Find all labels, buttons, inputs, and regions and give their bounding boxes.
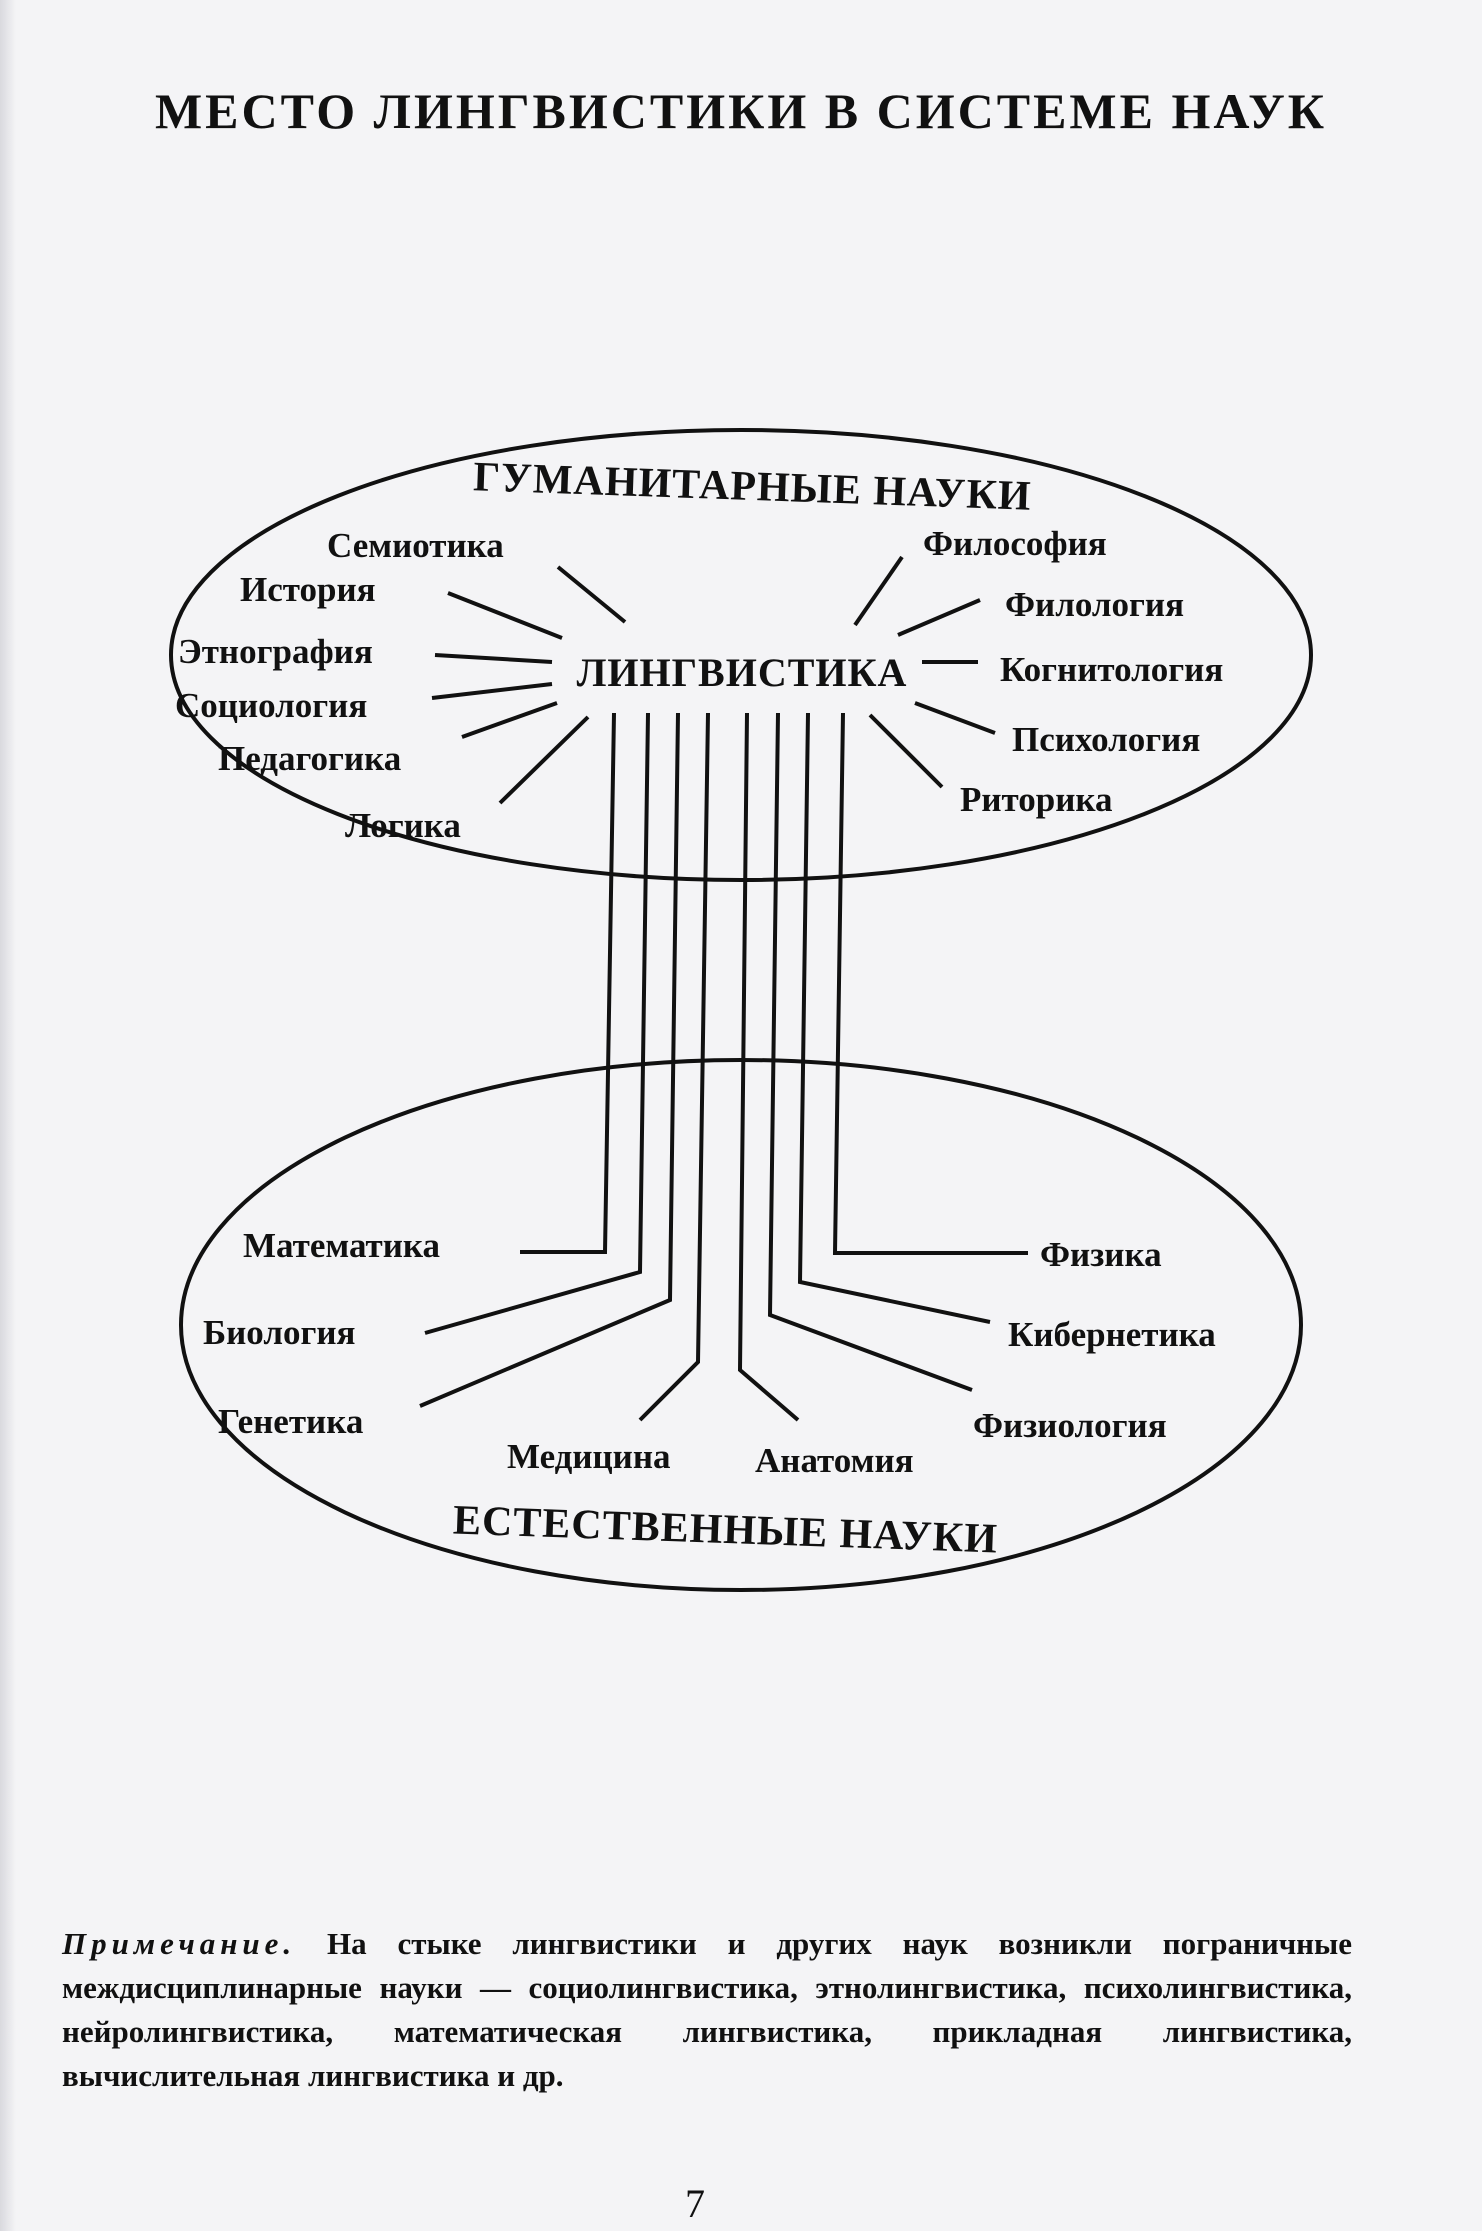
humanities-title: ГУМАНИТАРНЫЕ НАУКИ (473, 454, 1033, 519)
center-node-linguistics: ЛИНГВИСТИКА (577, 650, 908, 695)
edge-semiotics (556, 565, 627, 624)
label-rhetoric: Риторика (960, 780, 1113, 819)
label-biology: Биология (203, 1313, 356, 1352)
label-psychology: Психология (1012, 720, 1200, 759)
label-cybernetics: Кибернетика (1008, 1315, 1216, 1354)
edge-pedagogy (461, 701, 558, 739)
link-physics (832, 712, 1028, 1255)
edge-philology (897, 598, 981, 637)
footnote-heading: Примечание. (62, 1926, 297, 1961)
edge-rhetoric (868, 713, 944, 789)
page-title: МЕСТО ЛИНГВИСТИКИ В СИСТЕМЕ НАУК (154, 83, 1328, 139)
natural-sciences-title: ЕСТЕСТВЕННЫЕ НАУКИ (452, 1498, 998, 1563)
label-anatomy: Анатомия (755, 1441, 914, 1480)
humanities-oval (169, 428, 1313, 882)
link-physiology (767, 712, 973, 1392)
footnote: Примечание. На стыке лингвистики и други… (62, 1922, 1352, 2098)
page-number: 7 (685, 2181, 705, 2226)
label-philosophy: Философия (923, 524, 1107, 563)
label-mathematics: Математика (243, 1226, 440, 1265)
label-philology: Филология (1005, 585, 1184, 624)
link-medicine (638, 712, 710, 1422)
edge-psychology (914, 701, 996, 735)
footnote-text: На стыке лингвистики и других наук возни… (62, 1926, 1353, 2093)
edge-philosophy (853, 555, 904, 627)
label-history: История (240, 570, 376, 609)
edge-logic (498, 715, 590, 805)
label-pedagogy: Педагогика (218, 739, 401, 778)
link-cybernetics (797, 712, 991, 1324)
link-biology (424, 712, 650, 1335)
label-logic: Логика (345, 806, 461, 845)
label-sociology: Социология (175, 686, 367, 725)
edge-sociology (431, 682, 553, 700)
label-semiotics: Семиотика (327, 526, 504, 565)
label-genetics: Генетика (218, 1402, 363, 1441)
edge-history (447, 591, 563, 640)
link-anatomy (737, 712, 800, 1422)
label-physics: Физика (1040, 1235, 1162, 1274)
label-cognitology: Когнитология (1000, 650, 1223, 689)
page-edge (0, 0, 16, 2231)
label-medicine: Медицина (507, 1437, 671, 1476)
label-physiology: Физиология (973, 1406, 1167, 1445)
edge-ethnography (434, 653, 553, 664)
link-mathematics (520, 712, 616, 1254)
label-ethnography: Этнография (178, 632, 373, 671)
natural-sciences-oval (179, 1058, 1303, 1592)
link-genetics (419, 712, 680, 1408)
